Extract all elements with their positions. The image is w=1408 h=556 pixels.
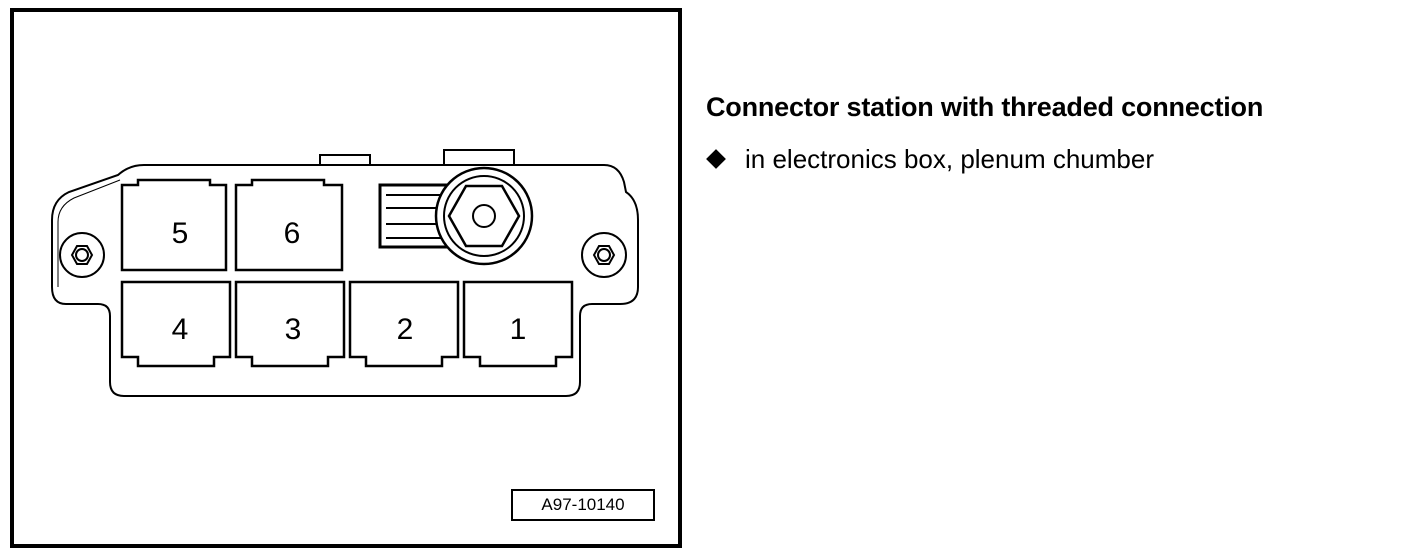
top-tab-right xyxy=(443,149,515,166)
slot-6-outline xyxy=(234,178,344,272)
slot-4-label: 4 xyxy=(172,313,189,346)
caption-item-text: in electronics box, plenum chumber xyxy=(745,144,1154,174)
caption-list-item: in electronics box, plenum chumber xyxy=(706,142,1406,176)
connector-station-figure: 5 6 4 3 2 1 A97-10140 xyxy=(10,8,682,548)
housing-inner-edge xyxy=(57,179,121,287)
figure-id-label: A97-10140 xyxy=(511,489,655,521)
top-tab-left xyxy=(319,154,371,166)
slot-4-outline xyxy=(120,280,232,368)
slot-1-outline xyxy=(462,280,574,368)
caption-block: Connector station with threaded connecti… xyxy=(706,90,1406,176)
connector-station-drawing: 5 6 4 3 2 1 xyxy=(51,149,639,397)
left-mounting-bolt xyxy=(59,232,105,278)
caption-title: Connector station with threaded connecti… xyxy=(706,92,1264,122)
connector-housing-outline xyxy=(51,164,639,397)
slot-5-outline xyxy=(120,178,228,272)
diamond-bullet-icon xyxy=(706,149,726,169)
threaded-connection-stud xyxy=(378,166,534,266)
right-mounting-bolt xyxy=(581,232,627,278)
slot-3-outline xyxy=(234,280,346,368)
slot-1-label: 1 xyxy=(510,313,527,346)
slot-3-label: 3 xyxy=(285,313,302,346)
slot-2-label: 2 xyxy=(397,313,414,346)
slot-2-outline xyxy=(348,280,460,368)
slot-5-label: 5 xyxy=(172,217,189,250)
slot-6-label: 6 xyxy=(284,217,301,250)
